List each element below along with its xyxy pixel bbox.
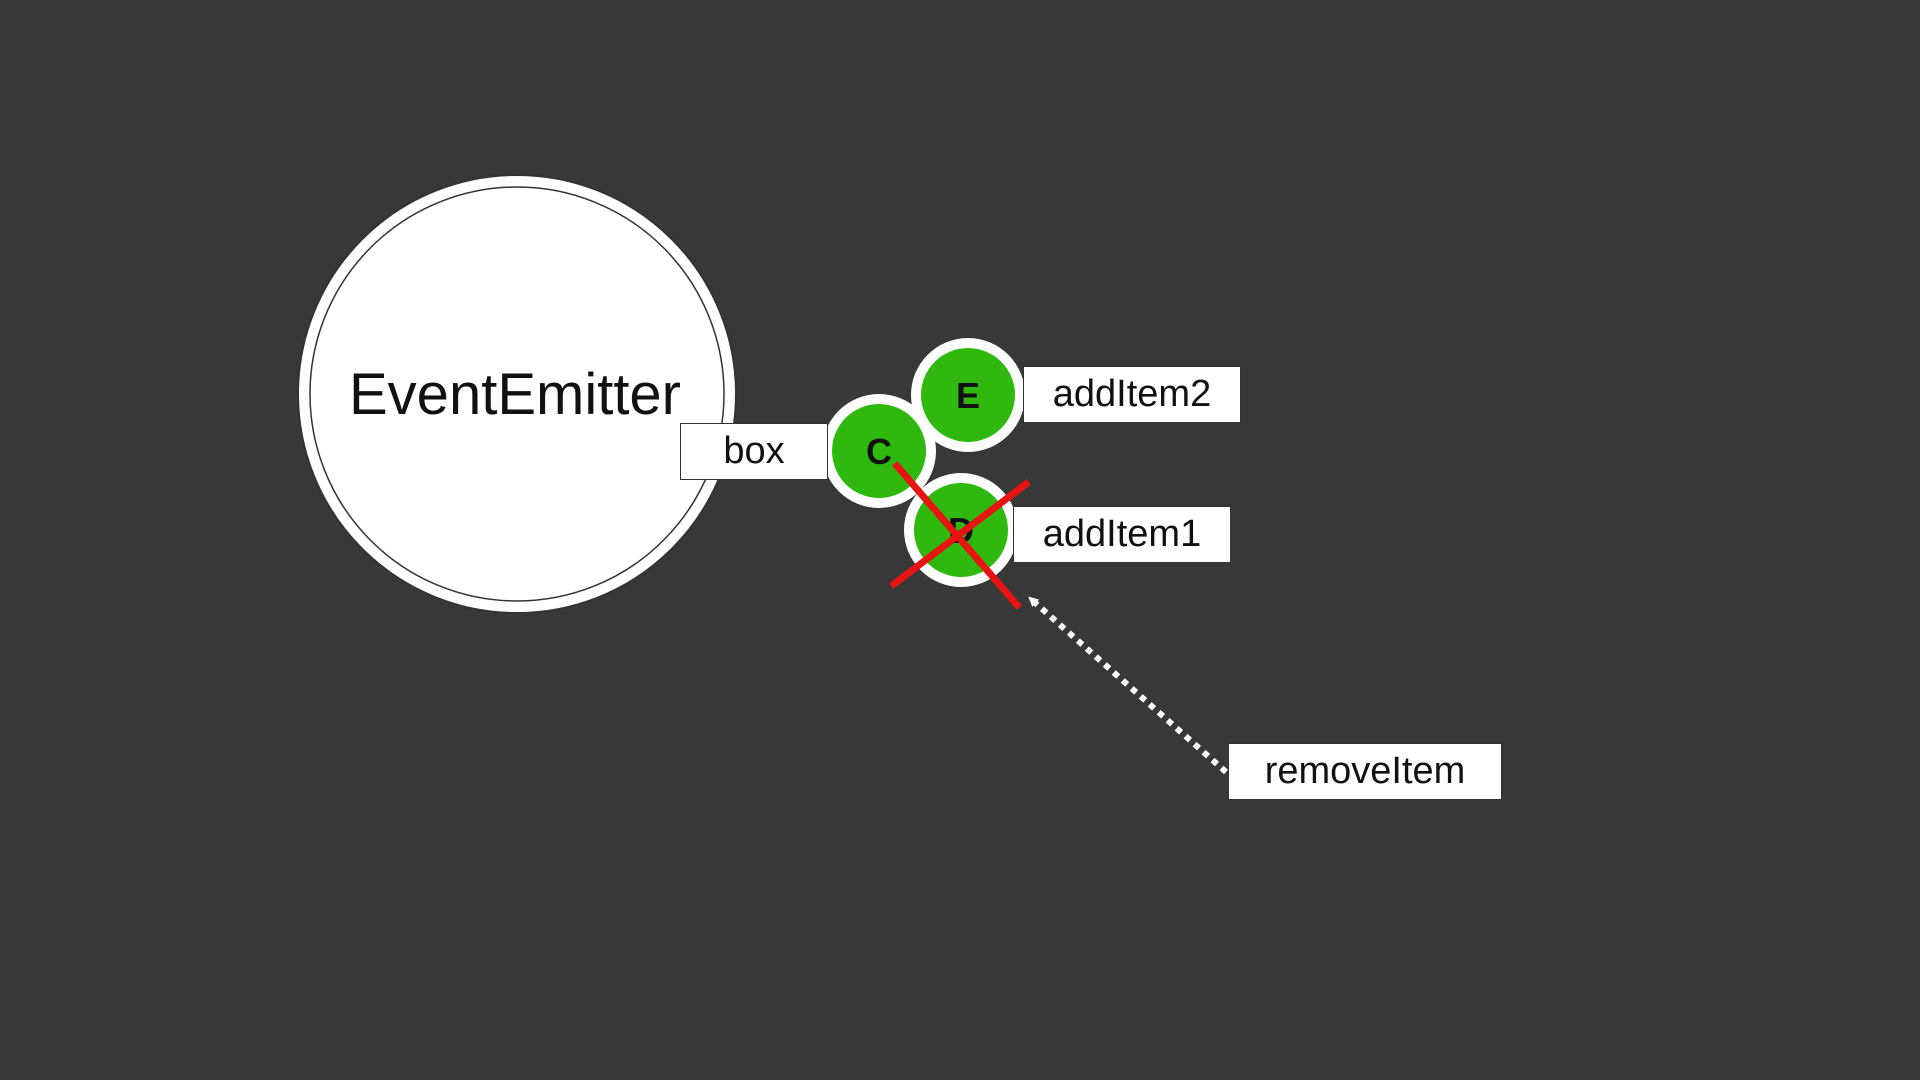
remove-item-label: removeItem bbox=[1228, 743, 1502, 800]
event-emitter-node: EventEmitter bbox=[297, 174, 737, 614]
cross-stroke-2 bbox=[889, 479, 1031, 589]
removal-cross-icon bbox=[889, 461, 1031, 610]
box-label: box bbox=[680, 423, 828, 480]
event-emitter-label: EventEmitter bbox=[349, 362, 681, 427]
node-e: E bbox=[911, 338, 1025, 452]
node-e-letter: E bbox=[956, 375, 980, 416]
event-emitter-inner-ring bbox=[309, 186, 725, 602]
add-item-2-label: addItem2 bbox=[1023, 366, 1241, 423]
node-c-letter: C bbox=[866, 431, 892, 472]
node-e-fill bbox=[921, 348, 1015, 442]
add-item-1-label: addItem1 bbox=[1013, 506, 1231, 563]
remove-item-arrow bbox=[1028, 596, 1228, 775]
